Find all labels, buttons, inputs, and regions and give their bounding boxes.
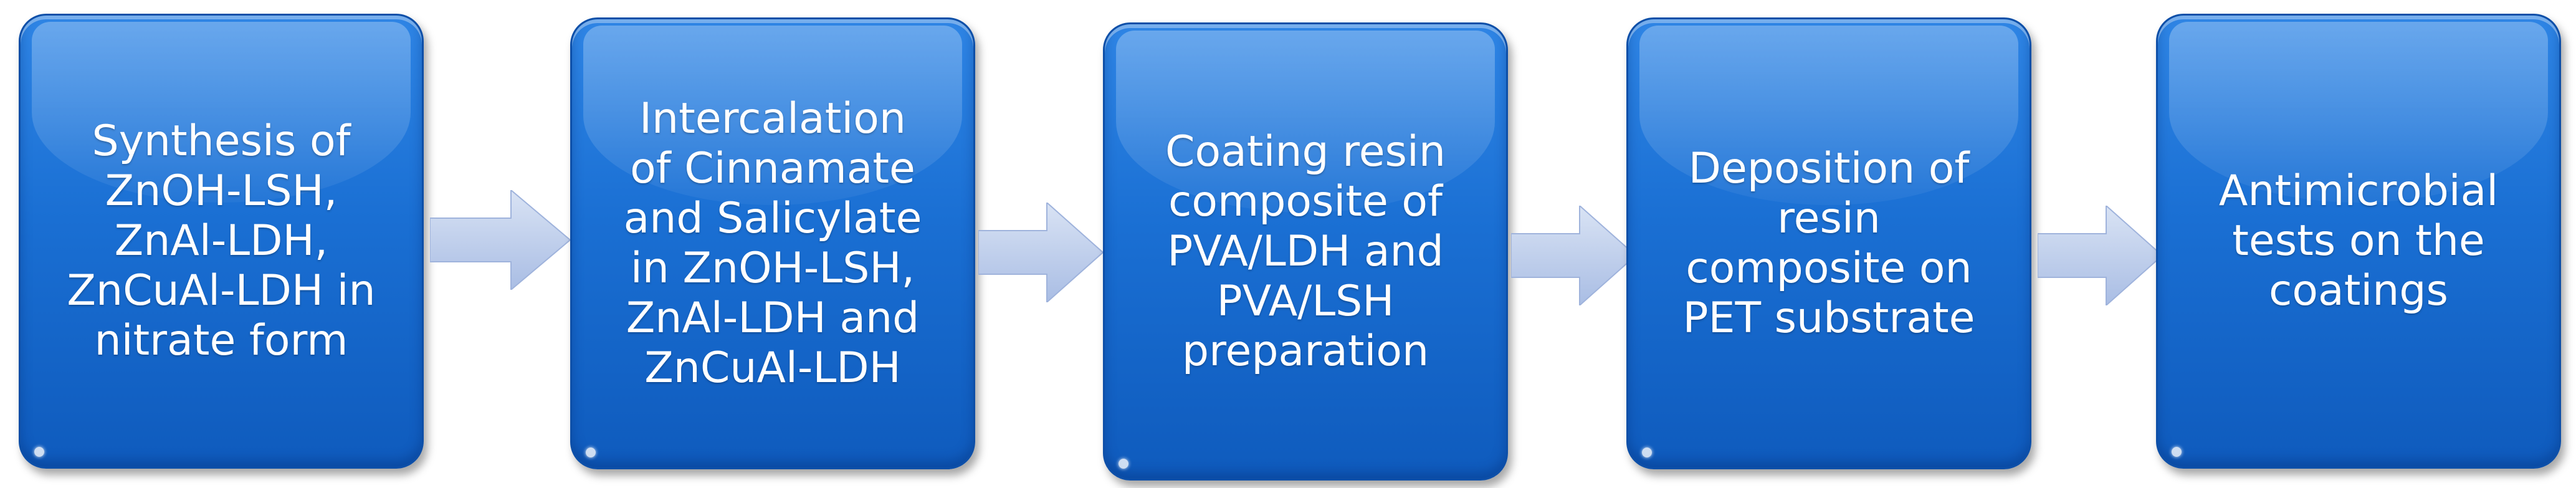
step-coating-preparation-label: Coating resin composite of PVA/LDH and P…: [1165, 127, 1446, 376]
step-antimicrobial-tests: Antimicrobial tests on the coatings: [2156, 14, 2561, 469]
step-deposition-label: Deposition of resin composite on PET sub…: [1682, 143, 1975, 343]
step-antimicrobial-tests-label: Antimicrobial tests on the coatings: [2218, 166, 2499, 315]
step-intercalation-label: Intercalation of Cinnamate and Salicylat…: [623, 93, 922, 393]
arrow-right-icon: [430, 190, 570, 290]
step-synthesis: Synthesis of ZnOH-LSH, ZnAl-LDH, ZnCuAl-…: [19, 14, 424, 469]
arrow-right-icon: [2038, 206, 2162, 305]
step-coating-preparation: Coating resin composite of PVA/LDH and P…: [1103, 22, 1508, 481]
step-synthesis-label: Synthesis of ZnOH-LSH, ZnAl-LDH, ZnCuAl-…: [67, 117, 376, 365]
step-deposition: Deposition of resin composite on PET sub…: [1626, 17, 2031, 469]
arrow-right-icon: [978, 203, 1103, 302]
step-intercalation: Intercalation of Cinnamate and Salicylat…: [570, 17, 975, 469]
arrow-right-icon: [1511, 206, 1636, 305]
